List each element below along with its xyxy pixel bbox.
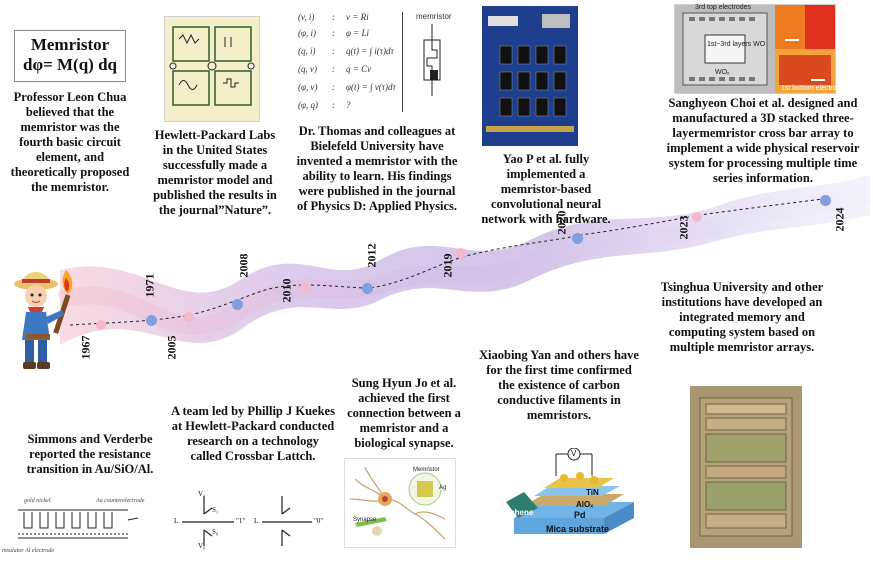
crossbar-l2-label: L xyxy=(254,517,259,525)
synapse-ag-label: Ag xyxy=(439,485,447,491)
title-memristor: Memristor xyxy=(30,35,110,54)
yao-hardware-board xyxy=(482,6,578,146)
synapse-figure: Memristor Synapse Ag xyxy=(344,458,456,548)
eq-row-4-pair: (q, v) xyxy=(298,64,317,74)
event-choi2024-text: Sanghyeon Choi et al. designed and manuf… xyxy=(666,96,860,185)
chip-top-electrodes-label: 3rd top electrodes xyxy=(695,4,752,11)
eq-row-1-pair: (v, i) xyxy=(298,12,315,22)
memristor-title-box: Memristor dφ= M(q) dq xyxy=(14,30,126,82)
crossbar-v1-label: V₁ xyxy=(198,490,206,498)
event-thomas2012-text: Dr. Thomas and colleagues at Bielefeld U… xyxy=(296,124,458,213)
event-hp2008-text: Hewlett-Packard Labs in the United State… xyxy=(153,128,277,217)
timeline-dot-2024 xyxy=(820,195,831,206)
eq-row-1-formula: v = Ri xyxy=(346,12,369,22)
event-yao2020-text: Yao P et al. fully implemented a memrist… xyxy=(481,152,611,226)
synapse-memristor-label: Memristor xyxy=(413,467,440,473)
timeline-dot-2008 xyxy=(232,299,243,310)
timeline-dot-2020 xyxy=(572,233,583,244)
hp-circuit-figure xyxy=(164,16,260,122)
chip-bottom-electrodes-label: 1st bottom electrodes xyxy=(781,85,848,92)
chip-wox-label: WOₓ xyxy=(715,69,730,76)
tsinghua-chip-figure xyxy=(690,386,802,548)
crossbar-zero-label: "0" xyxy=(314,517,324,525)
crossbar-v0-label: V₀ xyxy=(198,542,206,550)
event-yan2019-text: Xiaobing Yan and others have for the fir… xyxy=(479,348,639,422)
year-1971: 1971 xyxy=(142,273,157,298)
memristor-symbol-label: memristor xyxy=(416,12,452,21)
eq-row-2-colon: : xyxy=(332,28,335,38)
tin-label: TiN xyxy=(586,488,599,497)
eq-row-5-pair: (φ, v) xyxy=(298,82,318,92)
mica-label: Mica substrate xyxy=(546,524,610,534)
event-chua-text: Professor Leon Chua believed that the me… xyxy=(10,90,130,194)
crossbar-s0-label: S₀ xyxy=(212,528,219,536)
event-kuekes2005-text: A team led by Phillip J Kuekes at Hewlet… xyxy=(171,404,335,463)
eq-row-1-colon: : xyxy=(332,12,335,22)
year-2023: 2023 xyxy=(676,215,691,240)
eq-row-2-pair: (φ, i) xyxy=(298,28,316,38)
year-2005: 2005 xyxy=(164,335,179,360)
timeline-dot-2023 xyxy=(692,212,702,222)
eq-row-6-formula: ? xyxy=(346,100,351,110)
eq-row-4-formula: q = Cv xyxy=(346,64,372,74)
eq-row-2-formula: φ = Li xyxy=(346,28,370,38)
memristor-symbol-icon xyxy=(423,24,441,96)
timeline-dot-1967 xyxy=(96,320,106,330)
eq-row-6-pair: (φ, q) xyxy=(298,100,318,110)
year-2019: 2019 xyxy=(440,253,455,278)
event-jo2010-text: Sung Hyun Jo et al. achieved the first c… xyxy=(347,376,461,450)
crossbar-one-label: "1" xyxy=(236,517,246,525)
eq-row-3-colon: : xyxy=(332,46,335,56)
chip-layers-label: 1st~3rd layers WO xyxy=(707,41,766,48)
pd-label: Pd xyxy=(574,510,586,520)
year-2024: 2024 xyxy=(832,207,847,232)
eq-row-4-colon: : xyxy=(332,64,335,74)
eq-row-5-colon: : xyxy=(332,82,335,92)
year-2010: 2010 xyxy=(279,278,294,303)
alox-label: AlOₓ xyxy=(576,500,594,509)
voltage-label: V xyxy=(571,449,577,458)
crossbar-latch-figure: V₁ S₁ S₀ V₀ L "1" L "0" xyxy=(172,488,332,552)
event-tsinghua2023-text: Tsinghua University and other institutio… xyxy=(660,280,824,354)
timeline-dot-2005 xyxy=(184,312,194,322)
eq-row-6-colon: : xyxy=(332,100,335,110)
synapse-label: Synapse xyxy=(353,517,377,523)
eq-row-5-formula: φ(t) = ∫ v(τ)dτ xyxy=(346,82,396,92)
equation-divider xyxy=(402,12,403,112)
eq-row-3-pair: (q, i) xyxy=(298,46,316,56)
memristor-equations: (v, i) : v = Ri (φ, i) : φ = Li (q, i) :… xyxy=(298,12,408,116)
timeline-dot-2010 xyxy=(300,282,310,292)
year-2008: 2008 xyxy=(236,253,251,278)
graphene-label: Graphene xyxy=(496,508,534,517)
simmons-left-label: gold nickel xyxy=(24,498,51,504)
simmons-bottom-label: insulator Al electrode xyxy=(2,548,54,554)
timeline-dot-2012 xyxy=(362,283,373,294)
crossbar-s1-label: S₁ xyxy=(212,506,219,514)
timeline-dot-1971 xyxy=(146,315,157,326)
child-torch-illustration xyxy=(14,270,73,369)
graphene-device-figure: Graphene Mica substrate Pd AlOₓ TiN V xyxy=(494,447,642,542)
crossbar-l-label: L xyxy=(174,517,179,525)
title-equation: dφ= M(q) dq xyxy=(23,55,117,74)
choi-3d-chip-figure: 3rd top electrodes 1st~3rd layers WO WOₓ… xyxy=(674,4,848,94)
simmons-right-label: Au counterelectrode xyxy=(96,498,145,504)
timeline-dot-2019 xyxy=(456,248,466,258)
event-simmons1967-text: Simmons and Verderbe reported the resist… xyxy=(26,432,154,476)
simmons-device-figure: gold nickel Au counterelectrode insulato… xyxy=(0,498,152,562)
eq-row-3-formula: q(t) = ∫ i(τ)dτ xyxy=(346,46,394,56)
year-2012: 2012 xyxy=(364,243,379,268)
